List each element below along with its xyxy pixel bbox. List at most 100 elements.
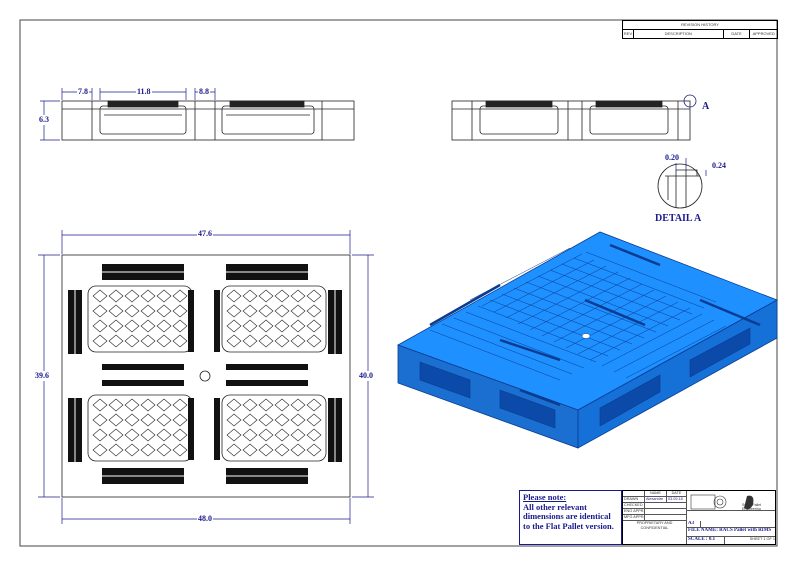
dim-7-8: 7.8 <box>77 87 89 97</box>
lattice-cell <box>258 413 274 427</box>
lattice-cell <box>274 334 290 348</box>
iso-lattice-line <box>589 307 691 361</box>
dim-40-0: 40.0 <box>358 371 374 381</box>
iso-lattice-line <box>513 287 645 339</box>
iso-lattice-line <box>429 329 561 381</box>
lattice-cell <box>140 334 156 348</box>
iso-lattice-line <box>493 259 595 313</box>
title-logo <box>690 494 754 510</box>
lattice-cell <box>108 398 124 412</box>
detail-a <box>657 163 703 209</box>
lattice-cell <box>172 398 188 412</box>
iso-lattice-line <box>489 299 621 351</box>
dim-8-8: 8.8 <box>198 87 210 97</box>
lattice-cell <box>156 428 172 442</box>
lattice-cell <box>92 428 108 442</box>
lattice-cell <box>124 428 140 442</box>
lattice-cell <box>242 413 258 427</box>
lattice-pattern <box>92 289 322 457</box>
lattice-cell <box>226 289 242 303</box>
iso-lattice-line <box>465 311 597 363</box>
size-label: A3 <box>687 521 701 528</box>
lattice-cell <box>290 289 306 303</box>
lattice-cell <box>274 428 290 442</box>
logo-cell <box>687 491 775 511</box>
lattice-cell <box>172 319 188 333</box>
lattice-cell <box>258 428 274 442</box>
lattice-cell <box>258 304 274 318</box>
iso-lattice-pattern <box>429 247 727 381</box>
date-header: DATE <box>667 491 687 497</box>
lattice-cell <box>258 443 274 457</box>
lattice-cell <box>156 413 172 427</box>
lattice-cell <box>92 413 108 427</box>
iso-lattice-line <box>553 289 655 343</box>
lattice-cell <box>274 289 290 303</box>
dim-6-3: 6.3 <box>38 115 50 125</box>
dim-47-6: 47.6 <box>197 229 213 239</box>
iso-lattice-line <box>525 281 657 333</box>
iso-lattice-line <box>625 325 727 379</box>
lattice-cell <box>274 398 290 412</box>
lattice-cell <box>156 443 172 457</box>
iso-lattice-line <box>481 253 583 307</box>
note-body: All other relevant dimensions are identi… <box>523 501 614 531</box>
lattice-cell <box>242 304 258 318</box>
lattice-cell <box>226 413 242 427</box>
lattice-cell <box>290 428 306 442</box>
top-view <box>61 254 351 498</box>
iso-lattice-line <box>537 275 669 327</box>
lattice-cell <box>124 334 140 348</box>
dim-0-20: 0.20 <box>664 153 680 163</box>
lattice-cell <box>92 304 108 318</box>
isometric-pallet <box>397 231 778 449</box>
name-header: NAME <box>645 491 667 497</box>
proprietary-notice: PROPRIETARY AND CONFIDENTIAL <box>623 521 687 544</box>
iso-lattice-line <box>577 301 679 355</box>
scale-label: SCALE : 0.1 <box>687 537 725 544</box>
lattice-cell <box>290 398 306 412</box>
lattice-cell <box>92 334 108 348</box>
lattice-cell <box>172 304 188 318</box>
lattice-cell <box>140 413 156 427</box>
lattice-cell <box>92 289 108 303</box>
lattice-cell <box>108 443 124 457</box>
company-name: Smart Pallet Engineering <box>742 503 762 511</box>
lattice-cell <box>274 413 290 427</box>
lattice-cell <box>156 304 172 318</box>
dim-11-8: 11.8 <box>136 87 152 97</box>
lattice-cell <box>274 319 290 333</box>
iso-lattice-line <box>529 277 631 331</box>
lattice-cell <box>140 428 156 442</box>
lattice-cell <box>108 334 124 348</box>
lattice-cell <box>226 428 242 442</box>
drawn-date: 03.09.18 <box>667 497 687 503</box>
lattice-cell <box>306 398 322 412</box>
rev-col: REV <box>623 30 634 38</box>
drawn-name: Alexandre <box>645 497 667 503</box>
lattice-cell <box>108 319 124 333</box>
lattice-cell <box>172 413 188 427</box>
lattice-cell <box>242 398 258 412</box>
lattice-cell <box>156 398 172 412</box>
iso-lattice-line <box>561 263 693 315</box>
file-name: FILE NAME: RACS Pallet with RIMS <box>687 528 775 537</box>
lattice-cell <box>290 413 306 427</box>
iso-lattice-line <box>565 295 667 349</box>
lattice-cell <box>172 443 188 457</box>
dim-48-0: 48.0 <box>197 514 213 524</box>
lattice-cell <box>306 413 322 427</box>
eng-appr-label: ENG APPR. <box>623 509 645 515</box>
lattice-cell <box>290 334 306 348</box>
sheet-border <box>19 19 778 547</box>
date-col: DATE <box>724 30 751 38</box>
sheet-label: SHEET 1 OF 1 <box>725 537 775 544</box>
revision-table: REVISION HISTORY REV DESCRIPTION DATE AP… <box>622 20 778 39</box>
lattice-cell <box>140 398 156 412</box>
title-block: NAME DATE DRAWN Alexandre 03.09.18 CHECK… <box>622 490 776 545</box>
description-col: DESCRIPTION <box>634 30 724 38</box>
lattice-cell <box>92 443 108 457</box>
mfg-appr-label: MFG APPR. <box>623 515 645 521</box>
